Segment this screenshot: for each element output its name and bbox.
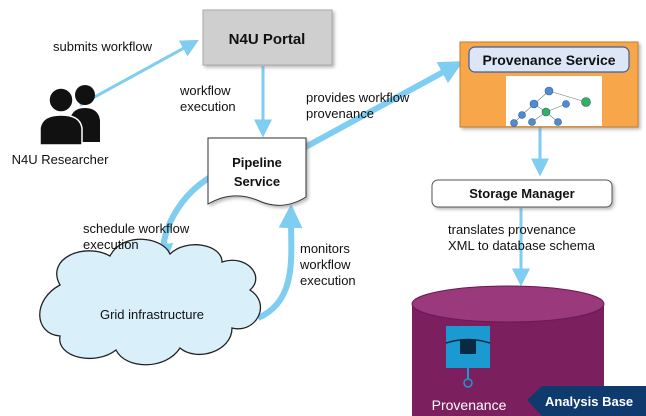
portal-node: N4U Portal	[202, 9, 333, 66]
grid-infrastructure-node: Grid infrastructure	[39, 238, 261, 366]
edge-labels: submits workflow workflow execution prov…	[53, 39, 596, 288]
arrow-researcher-to-portal	[79, 39, 199, 107]
researcher-node: N4U Researcher	[12, 85, 109, 167]
label-provides-line2: provenance	[306, 106, 374, 121]
arrow-pipeline-to-provenance	[298, 61, 464, 153]
pipeline-service-node: Pipeline Service	[207, 137, 307, 206]
label-schedule-line1: schedule workflow	[83, 221, 190, 236]
provenance-graph-thumbnail	[506, 76, 602, 127]
label-translates-line2: XML to database schema	[448, 238, 596, 253]
researcher-label: N4U Researcher	[12, 152, 109, 167]
arrow-grid-to-pipeline	[256, 204, 303, 321]
storage-manager-label: Storage Manager	[469, 186, 574, 201]
database-module-icon	[445, 326, 491, 388]
label-workflow-execution-line1: workflow	[179, 83, 231, 98]
label-monitors-line2: workflow	[299, 257, 351, 272]
label-monitors-line3: execution	[300, 273, 356, 288]
label-translates-line1: translates provenance	[448, 222, 576, 237]
portal-label: N4U Portal	[229, 31, 306, 48]
storage-manager-node: Storage Manager	[431, 179, 613, 208]
label-schedule-line2: execution	[83, 237, 139, 252]
provenance-db-label: Provenance	[432, 397, 507, 413]
researcher-icon	[39, 85, 100, 146]
grid-label: Grid infrastructure	[100, 307, 204, 322]
analysis-base-label: Analysis Base	[545, 394, 633, 409]
provenance-database-node: Provenance	[411, 285, 605, 416]
label-provides-line1: provides workflow	[306, 90, 410, 105]
provenance-service-label: Provenance Service	[482, 52, 615, 68]
label-submits-workflow: submits workflow	[53, 39, 153, 54]
analysis-base-badge: Analysis Base	[527, 386, 646, 416]
label-monitors-line1: monitors	[300, 241, 350, 256]
pipeline-label-line2: Service	[234, 174, 280, 189]
provenance-service-node: Provenance Service	[459, 41, 639, 128]
label-workflow-execution-line2: execution	[180, 99, 236, 114]
pipeline-label-line1: Pipeline	[232, 155, 282, 170]
